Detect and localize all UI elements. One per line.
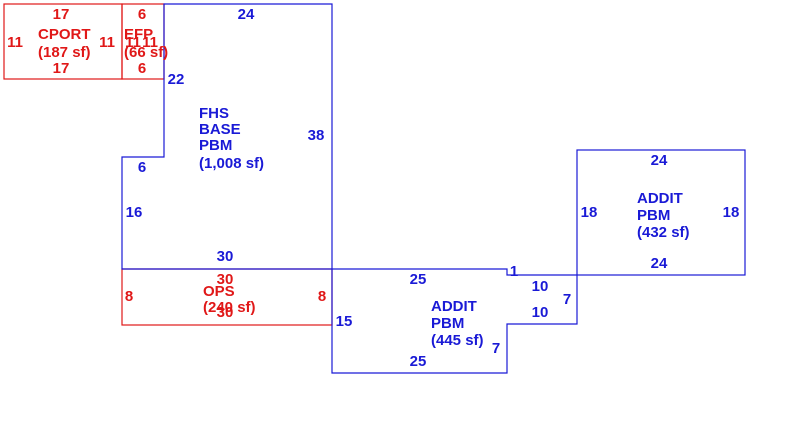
fhs-name-line1: FHS <box>199 105 229 122</box>
addit-lower-dim-step-bottom: 10 <box>532 304 549 321</box>
cport-dim-bottom: 17 <box>53 60 70 77</box>
addit-lower-name-line1: ADDIT <box>431 298 477 315</box>
cport-name: CPORT <box>38 26 91 43</box>
addit-lower-outline <box>331 268 578 374</box>
addit-upper-outline <box>576 149 746 276</box>
addit-lower-dim-step-top: 10 <box>532 278 549 295</box>
efp-dim-right: 11 <box>142 34 158 51</box>
fhs-name-line3: PBM <box>199 137 232 154</box>
ops-sqft: (240 sf) <box>203 299 256 316</box>
cport-sqft: (187 sf) <box>38 44 91 61</box>
addit-lower-dim-left: 15 <box>336 313 353 330</box>
addit-lower-sqft: (445 sf) <box>431 332 484 349</box>
efp-dim-left: 11 <box>125 34 141 51</box>
ops-dim-bottom: 30 <box>217 304 234 321</box>
addit-upper-sqft: (432 sf) <box>637 224 690 241</box>
fhs-dim-notch-top: 6 <box>138 159 146 176</box>
efp-dim-bottom: 6 <box>138 60 146 77</box>
fhs-name-line2: BASE <box>199 121 241 138</box>
addit-upper-dim-bottom: 24 <box>651 255 668 272</box>
efp-dim-top: 6 <box>138 6 146 23</box>
addit-upper-name-line2: PBM <box>637 207 670 224</box>
fhs-dim-notch-right: 22 <box>168 71 185 88</box>
fhs-dim-left: 16 <box>126 204 143 221</box>
cport-dim-right: 11 <box>99 34 115 51</box>
addit-upper-name-line1: ADDIT <box>637 190 683 207</box>
addit-lower-dim-step: 1 <box>510 263 518 280</box>
efp-name: EFP <box>124 26 153 43</box>
addit-upper-dim-top: 24 <box>651 152 668 169</box>
fhs-base-outline <box>121 3 333 270</box>
ops-name: OPS <box>203 283 235 300</box>
addit-lower-dim-bottom: 25 <box>410 353 427 370</box>
addit-lower-dim-lower-right: 7 <box>492 340 500 357</box>
ops-dim-left: 8 <box>125 288 133 305</box>
fhs-sqft: (1,008 sf) <box>199 155 264 172</box>
addit-lower-name-line2: PBM <box>431 315 464 332</box>
addit-upper-dim-left: 18 <box>581 204 598 221</box>
ops-dim-right: 8 <box>318 288 326 305</box>
addit-lower-dim-step-right: 7 <box>563 291 571 308</box>
efp-sqft: (66 sf) <box>124 44 168 61</box>
fhs-dim-top: 24 <box>238 6 255 23</box>
addit-lower-dim-top: 25 <box>410 271 427 288</box>
fhs-dim-bottom: 30 <box>217 248 234 265</box>
addit-upper-dim-right: 18 <box>723 204 740 221</box>
fhs-dim-right: 38 <box>308 127 325 144</box>
ops-dim-top: 30 <box>217 271 234 288</box>
cport-dim-top: 17 <box>53 6 70 23</box>
cport-dim-left: 11 <box>7 34 23 51</box>
